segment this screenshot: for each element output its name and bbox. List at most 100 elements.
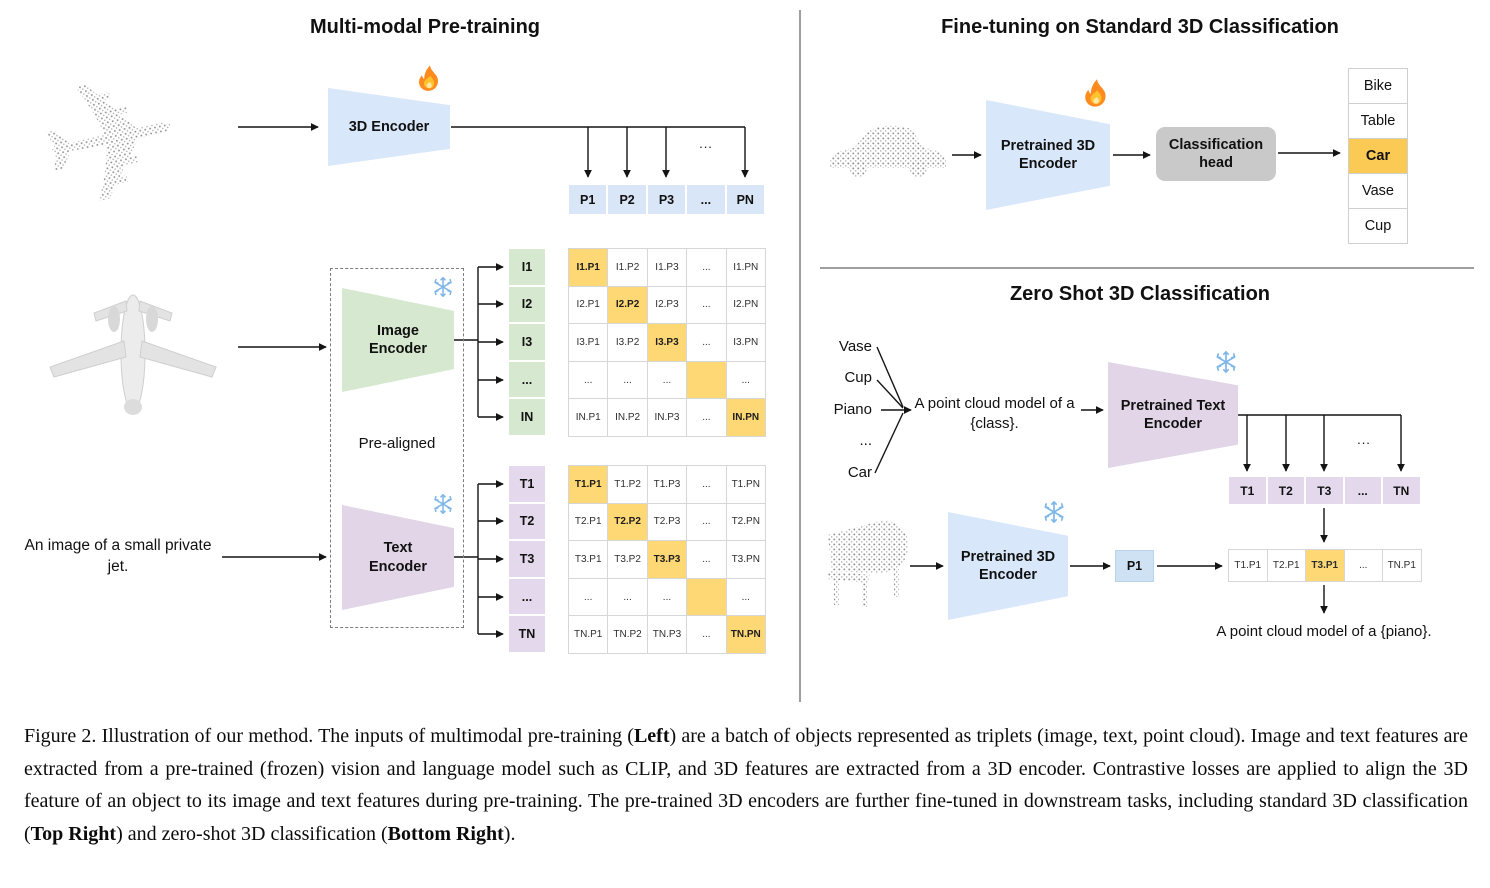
zeroshot-result-text: A point cloud model of a {piano}. (1216, 623, 1432, 640)
text-point-similarity-cell: T1.P2 (608, 466, 648, 504)
prealigned-dashed-box (330, 268, 464, 628)
pretrain-title: Multi-modal Pre-training (310, 16, 540, 38)
prompt-text: A point cloud model of a {class}. (914, 395, 1075, 433)
candidate-class: Piano (833, 400, 872, 418)
text-point-similarity-cell: ... (726, 578, 766, 617)
zeroshot-3d-encoder-label: Pretrained 3D Encoder (960, 548, 1056, 583)
classification-head: Classification head (1156, 127, 1276, 181)
text-point-similarity-cell: ... (687, 616, 727, 654)
svg-text:✈: ✈ (26, 46, 201, 221)
text-point-similarity-cell: TN.PN (726, 616, 766, 654)
candidate-class: Car (847, 463, 872, 481)
text-point-similarity-cell: TN.P1 (569, 616, 609, 654)
text-point-similarity-cell: T3.P1 (569, 541, 609, 579)
image-point-similarity-cell: IN.P1 (569, 399, 609, 437)
image-point-similarity-cell: I2.PN (726, 286, 766, 325)
candidate-class: Cup (844, 369, 872, 386)
zeroshot-title: Zero Shot 3D Classification (1009, 283, 1271, 305)
caption-segment: ) are a batch of objects represented as … (24, 725, 1468, 845)
image-point-similarity-cell: I2.P1 (569, 286, 609, 325)
image-point-similarity-cell: IN.P3 (647, 399, 688, 437)
text-feature-cell: ... (508, 577, 546, 616)
text-point-similarity-cell (687, 578, 727, 617)
caption-bold-segment: Bottom Right (387, 822, 504, 845)
text-point-similarity-cell: T1.PN (726, 466, 766, 504)
image-point-similarity-cell: ... (687, 324, 727, 362)
text-point-similarity-cell: T2.P3 (647, 503, 688, 542)
text-feature-cell: TN (508, 615, 546, 653)
class-option: Cup (1348, 208, 1408, 244)
text-point-similarity-cell: T2.P1 (569, 503, 609, 542)
p-feature-cell: P3 (646, 184, 687, 215)
zeroshot-3d-encoder: Pretrained 3D Encoder (948, 512, 1068, 620)
snowflake-icon (1214, 350, 1238, 374)
similarity-cell: TN.P1 (1383, 550, 1422, 582)
image-point-similarity-cell: ... (726, 361, 766, 400)
image-point-similarity-cell: I3.P3 (647, 324, 688, 362)
text-point-similarity-cell: ... (569, 578, 609, 617)
snowflake-icon (432, 276, 454, 298)
branch-ellipsis: ... (699, 136, 713, 151)
text-point-similarity-cell: T2.P2 (608, 503, 648, 542)
class-option: Vase (1348, 173, 1408, 209)
text-feature-cell: ... (1343, 476, 1382, 505)
text-feature-cell: T1 (508, 465, 546, 503)
branch-ellipsis: ... (1357, 432, 1371, 447)
text-point-similarity-cell: T1.P3 (647, 466, 688, 504)
text-feature-cell: T3 (1305, 476, 1344, 505)
candidate-class: Vase (838, 337, 872, 355)
class-option: Car (1348, 138, 1408, 174)
image-point-similarity-cell: ... (687, 399, 727, 437)
text-point-similarity-cell: ... (647, 578, 688, 617)
image-point-similarity-cell: ... (569, 361, 609, 400)
text-point-similarity-cell: T3.P2 (608, 541, 648, 579)
image-point-similarity-cell: I3.P1 (569, 324, 609, 362)
p-feature-cell: P1 (568, 184, 608, 215)
text-point-similarity-cell: ... (687, 503, 727, 542)
candidate-class: ... (859, 432, 872, 449)
similarity-cell: T2.P1 (1267, 550, 1306, 582)
image-point-similarity-cell: I2.P3 (647, 286, 688, 325)
finetune-title: Fine-tuning on Standard 3D Classificatio… (941, 16, 1339, 38)
text-point-similarity-cell: T3.PN (726, 541, 766, 579)
prealigned-label: Pre-aligned (358, 435, 436, 452)
p-feature-cell: P2 (607, 184, 647, 215)
p-feature-cell: ... (686, 184, 726, 215)
flame-icon (1082, 78, 1112, 113)
caption-segment: Figure 2. Illustration of our method. Th… (24, 725, 634, 747)
similarity-cell: T3.P1 (1306, 550, 1345, 582)
text-point-similarity-cell: TN.P2 (608, 616, 648, 654)
image-feature-cell: I3 (508, 323, 546, 361)
image-point-similarity-cell: I1.P1 (569, 249, 609, 287)
image-encoder-label: Image Encoder (368, 322, 427, 357)
caption-bold-segment: Top Right (30, 822, 117, 845)
image-feature-cell: ... (508, 360, 546, 399)
finetune-3d-encoder-label: Pretrained 3D Encoder (1000, 137, 1096, 172)
pretrained-text-encoder-label: Pretrained Text Encoder (1120, 397, 1226, 432)
caption-segment: ). (503, 822, 516, 845)
text-feature-cell: TN (1382, 476, 1421, 505)
image-point-similarity-cell: ... (647, 361, 688, 400)
snowflake-icon (432, 493, 454, 515)
image-point-similarity-cell: I1.P3 (647, 249, 688, 287)
car-point-cloud (830, 125, 946, 177)
caption-segment: ) and zero-shot 3D classification ( (116, 822, 388, 845)
class-option: Bike (1348, 68, 1408, 104)
text-point-similarity-cell: ... (687, 466, 727, 504)
finetune-3d-encoder: Pretrained 3D Encoder (986, 100, 1110, 210)
image-point-similarity-cell: ... (687, 249, 727, 287)
similarity-cell: T1.P1 (1229, 550, 1268, 582)
image-feature-cell: I1 (508, 248, 546, 286)
pretrained-text-encoder: Pretrained Text Encoder (1108, 362, 1238, 468)
class-option: Table (1348, 103, 1408, 139)
text-point-similarity-cell: ... (608, 578, 648, 617)
text-feature-cell: T1 (1228, 476, 1267, 505)
airplane-point-cloud: ✈ (26, 46, 201, 221)
